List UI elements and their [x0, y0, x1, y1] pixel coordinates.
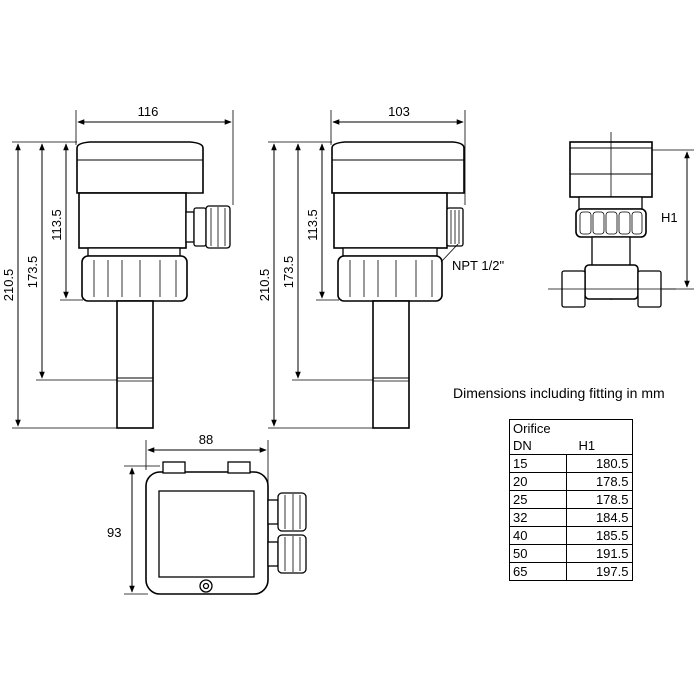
thread-label-b: NPT 1/2" — [452, 258, 504, 273]
height-head-label-b: 113.5 — [305, 209, 320, 241]
height-total-label-a: 210.5 — [1, 269, 16, 302]
cell-h1: 180.5 — [566, 454, 632, 473]
cable-gland-a — [185, 205, 231, 249]
dimensions-view-b: 103 210.5 173.5 113.5 NPT 1/2" — [257, 104, 504, 429]
cable-gland-d-lower — [267, 534, 307, 574]
cell-dn: 32 — [509, 508, 567, 527]
column-header-h1: H1 — [566, 437, 632, 455]
cell-dn: 25 — [509, 490, 567, 509]
dimensions-view-d: 88 93 — [107, 432, 269, 595]
cell-h1: 178.5 — [566, 472, 632, 491]
cell-h1: 185.5 — [566, 526, 632, 545]
sensor-view-a — [76, 141, 231, 429]
cell-dn: 40 — [509, 526, 567, 545]
width-label-b: 103 — [388, 104, 410, 119]
cell-dn: 15 — [509, 454, 567, 473]
sensor-view-c — [548, 132, 676, 308]
table-title-row: Orifice — [510, 420, 633, 438]
cell-h1: 197.5 — [566, 562, 632, 581]
height-head-label-a: 113.5 — [49, 209, 64, 241]
height-mid-label-a: 173.5 — [25, 256, 40, 289]
table-title: Orifice — [513, 421, 551, 436]
cable-gland-d-upper — [267, 492, 307, 532]
cell-dn: 65 — [509, 562, 567, 581]
height-total-label-b: 210.5 — [257, 269, 272, 302]
cell-dn: 20 — [509, 472, 567, 491]
column-header-dn: DN — [509, 437, 567, 455]
npt-port-b — [446, 207, 464, 247]
cell-h1: 191.5 — [566, 544, 632, 563]
width-label-d: 88 — [199, 432, 213, 447]
dimensions-view-a: 116 210.5 173.5 113.5 — [1, 104, 234, 429]
sensor-view-d — [145, 461, 307, 595]
h1-label-c: H1 — [661, 210, 678, 225]
width-label-a: 116 — [138, 104, 159, 119]
cell-h1: 184.5 — [566, 508, 632, 527]
sensor-view-b — [331, 141, 465, 429]
table-header-row: DN H1 — [509, 437, 632, 455]
height-mid-label-b: 173.5 — [281, 256, 296, 289]
cell-h1: 178.5 — [566, 490, 632, 509]
dimensions-view-c: H1 — [652, 149, 694, 290]
table-caption: Dimensions including fitting in mm — [453, 385, 665, 401]
height-label-d: 93 — [107, 525, 121, 540]
cell-dn: 50 — [509, 544, 567, 563]
